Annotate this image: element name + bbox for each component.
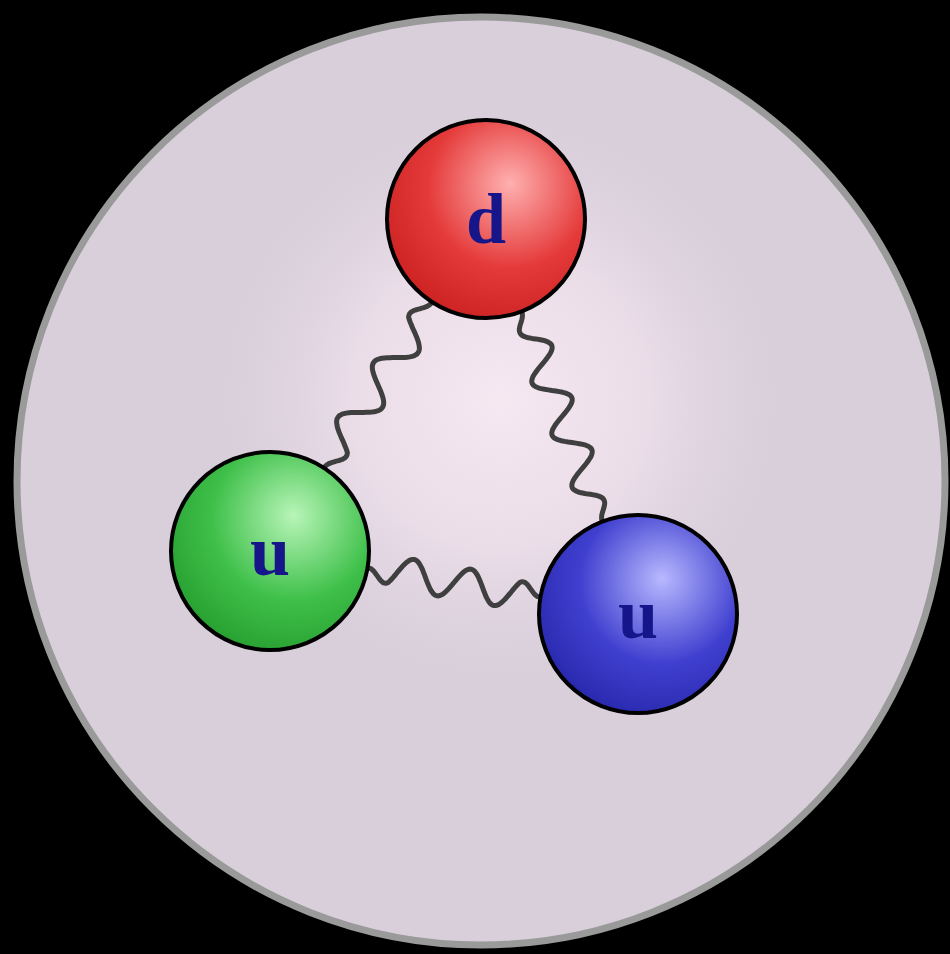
gluon-line <box>519 312 604 520</box>
quark-circle: d <box>385 118 587 320</box>
gluon-line <box>369 559 540 605</box>
quark-fill <box>387 120 585 318</box>
quark-fill <box>539 515 737 713</box>
proton-boundary <box>17 17 945 945</box>
gluon-line <box>325 303 432 467</box>
quark-fill <box>171 452 369 650</box>
quark-label: d <box>466 183 506 255</box>
quark-label: u <box>618 578 658 650</box>
quark-circle: u <box>537 513 739 715</box>
quark-circle: u <box>169 450 371 652</box>
quark-label: u <box>250 515 290 587</box>
